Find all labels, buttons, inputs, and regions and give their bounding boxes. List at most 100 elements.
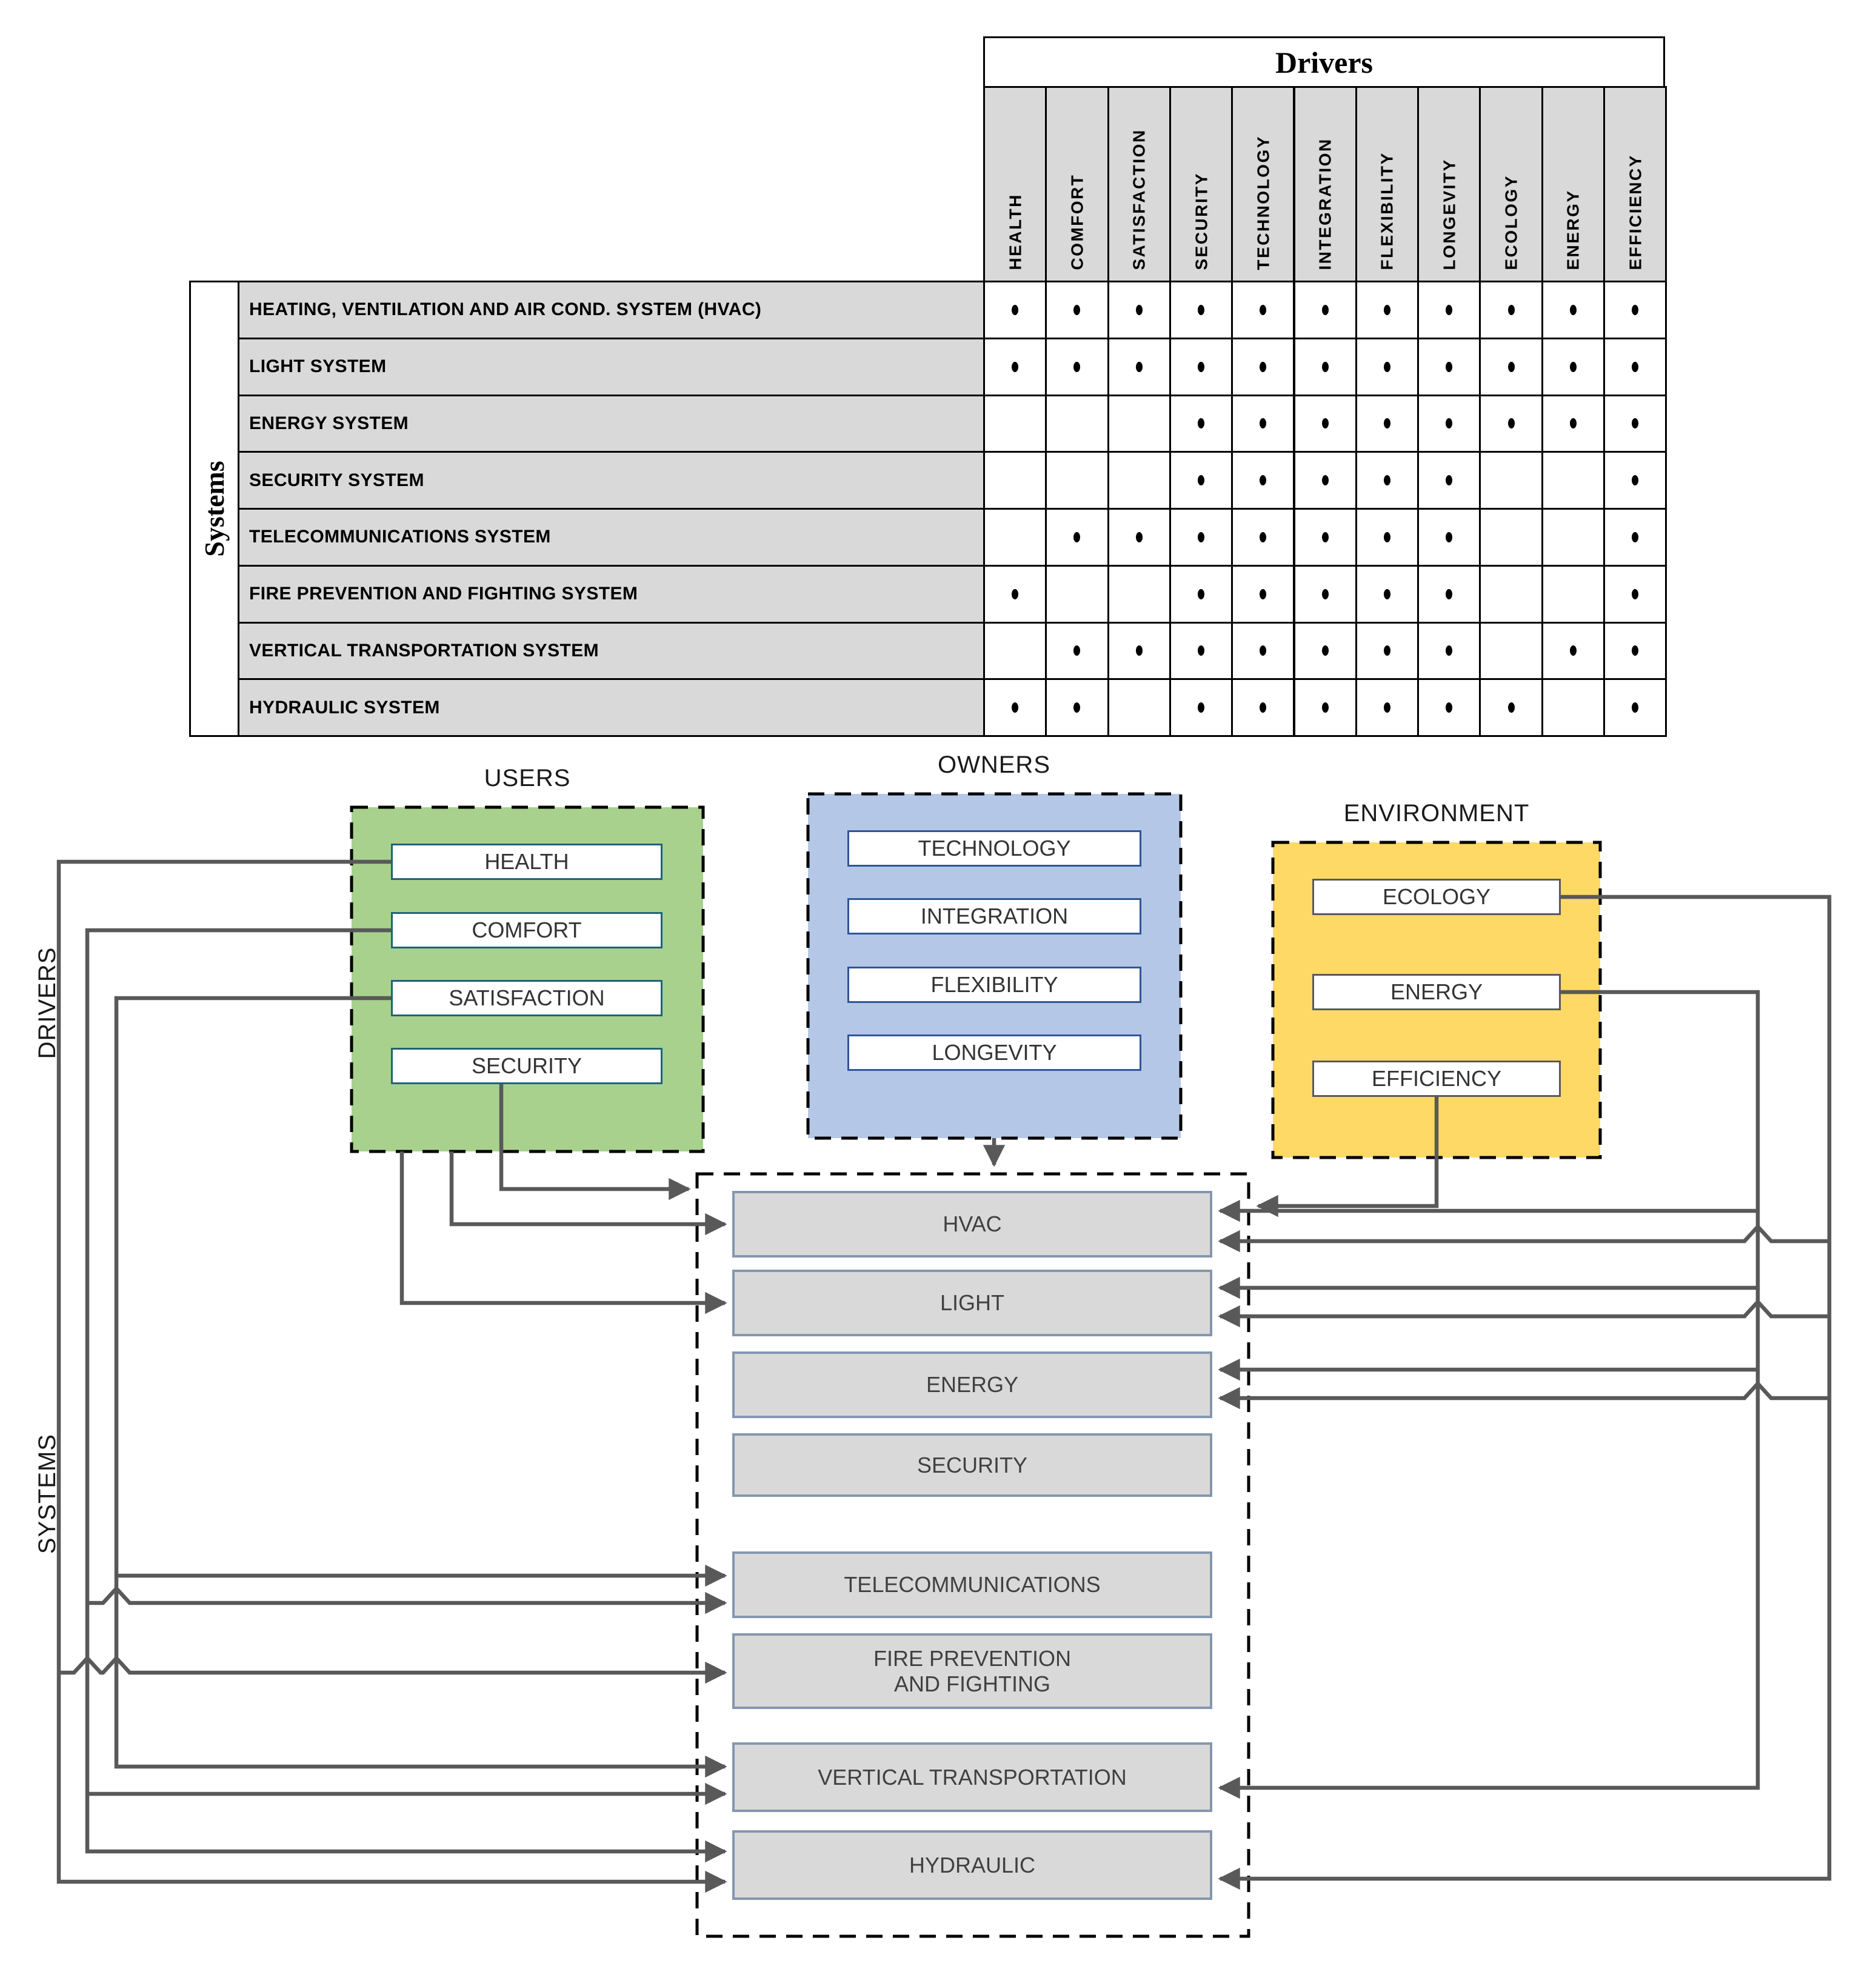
matrix-cell: [1293, 337, 1357, 396]
relationship-dot: [1321, 531, 1329, 542]
matrix-cell: [1541, 394, 1605, 453]
relationship-dot: [1321, 645, 1329, 656]
matrix-cell: [1231, 678, 1295, 737]
system-box-fire-prevention: FIRE PREVENTION AND FIGHTING: [732, 1633, 1212, 1709]
matrix-cell: [1293, 678, 1357, 737]
driver-column-header-cell: [1417, 86, 1481, 282]
matrix-cell: [1293, 451, 1357, 510]
relationship-dot: [1260, 361, 1267, 372]
matrix-cell: [983, 337, 1047, 396]
driver-column-header: SECURITY: [1191, 172, 1210, 270]
matrix-cell: [983, 394, 1047, 453]
driver-column-header-cell: [1355, 86, 1420, 282]
matrix-cell: [1293, 621, 1357, 681]
driver-column-header-wrap: LONGEVITY: [1417, 86, 1481, 282]
driver-column-header-cell: [1479, 86, 1543, 282]
system-row-label-cell: FIRE PREVENTION AND FIGHTING SYSTEM: [238, 564, 985, 624]
relationship-dot: [1012, 304, 1019, 315]
matrix-cell: [1479, 451, 1543, 510]
matrix-cell: [1045, 337, 1109, 396]
matrix-cell: [1541, 281, 1605, 339]
matrix-cell: [1541, 508, 1605, 567]
relationship-dot: [1446, 531, 1453, 542]
matrix-cell: [1603, 281, 1667, 339]
matrix-cell: [1107, 508, 1171, 567]
system-row-label-cell: ENERGY SYSTEM: [238, 394, 985, 453]
relationship-dot: [1383, 475, 1390, 486]
matrix-cell: [1417, 564, 1481, 624]
driver-column-header-wrap: SECURITY: [1169, 86, 1233, 282]
conn-ecology-to-hvac: [1218, 1224, 1829, 1253]
matrix-cell: [1169, 451, 1233, 510]
relationship-dot: [1135, 304, 1143, 315]
relationship-dot: [1446, 588, 1453, 599]
driver-column-header: COMFORT: [1067, 173, 1086, 270]
system-box-vertical-transportation: VERTICAL TRANSPORTATION: [732, 1742, 1212, 1812]
relationship-dot: [1198, 531, 1205, 542]
relationship-dot: [1260, 645, 1267, 656]
matrix-cell: [1169, 337, 1233, 396]
matrix-cell: [1231, 337, 1295, 396]
relationship-dot: [1383, 702, 1390, 713]
matrix-cell: [983, 678, 1047, 737]
relationship-dot: [1073, 702, 1081, 713]
owners-driver-longevity: LONGEVITY: [847, 1034, 1141, 1071]
driver-column-header: EFFICIENCY: [1625, 154, 1644, 270]
relationship-dot: [1260, 418, 1267, 429]
matrix-cell: [1417, 394, 1481, 453]
relationship-dot: [1198, 361, 1205, 372]
system-row-label-cell: VERTICAL TRANSPORTATION SYSTEM: [238, 621, 985, 681]
owners-driver-integration: INTEGRATION: [847, 898, 1141, 935]
system-row-label-cell: SECURITY SYSTEM: [238, 451, 985, 510]
system-box-hvac: HVAC: [732, 1191, 1212, 1258]
relationship-dot: [1012, 588, 1019, 599]
matrix-cell: [1107, 678, 1171, 737]
matrix-cell: [1541, 678, 1605, 737]
matrix-cell: [1355, 678, 1420, 737]
relationship-dot: [1632, 418, 1639, 429]
driver-column-header-wrap: ECOLOGY: [1479, 86, 1543, 282]
relationship-dot: [1446, 304, 1453, 315]
matrix-cell: [1231, 394, 1295, 453]
driver-column-header: HEALTH: [1005, 193, 1024, 270]
system-row-label: FIRE PREVENTION AND FIGHTING SYSTEM: [249, 584, 638, 604]
relationship-dot: [1383, 304, 1390, 315]
matrix-cell: [1169, 281, 1233, 339]
driver-column-header-cell: [983, 86, 1047, 282]
driver-column-header: ECOLOGY: [1501, 175, 1521, 270]
matrix-cell: [1045, 564, 1109, 624]
matrix-cell: [1603, 451, 1667, 510]
users-driver-comfort: COMFORT: [391, 912, 663, 948]
users-group-title: USERS: [484, 764, 571, 791]
relationship-dot: [1135, 361, 1143, 372]
relationship-dot: [1321, 475, 1329, 486]
driver-column-header-wrap: EFFICIENCY: [1603, 86, 1667, 282]
matrix-cell: [1417, 508, 1481, 567]
driver-column-header-cell: [1169, 86, 1233, 282]
system-row-label-cell: LIGHT SYSTEM: [238, 337, 985, 396]
matrix-cell: [1417, 621, 1481, 681]
matrix-cell: [1417, 281, 1481, 339]
matrix-cell: [1231, 451, 1295, 510]
relationship-dot: [1135, 645, 1143, 656]
conn-ecology-to-energy-system: [1218, 1381, 1829, 1410]
relationship-dot: [1321, 418, 1329, 429]
relationship-dot: [1260, 702, 1267, 713]
relationship-dot: [1507, 702, 1515, 713]
matrix-cell: [1355, 564, 1420, 624]
matrix-cell: [1107, 337, 1171, 396]
environment-driver-ecology: ECOLOGY: [1312, 879, 1561, 915]
matrix-cell: [1293, 281, 1357, 339]
relationship-dot: [1632, 588, 1639, 599]
matrix-cell: [1045, 508, 1109, 567]
relationship-dot: [1507, 418, 1515, 429]
matrix-cell: [1417, 337, 1481, 396]
owners-driver-flexibility: FLEXIBILITY: [847, 967, 1141, 1003]
matrix-cell: [1355, 394, 1420, 453]
relationship-dot: [1383, 418, 1390, 429]
conn-ecology-to-light: [1218, 1299, 1829, 1328]
environment-driver-efficiency: EFFICIENCY: [1312, 1061, 1561, 1097]
relationship-dot: [1073, 645, 1081, 656]
driver-column-header-wrap: COMFORT: [1045, 86, 1109, 282]
matrix-cell: [1355, 621, 1420, 681]
